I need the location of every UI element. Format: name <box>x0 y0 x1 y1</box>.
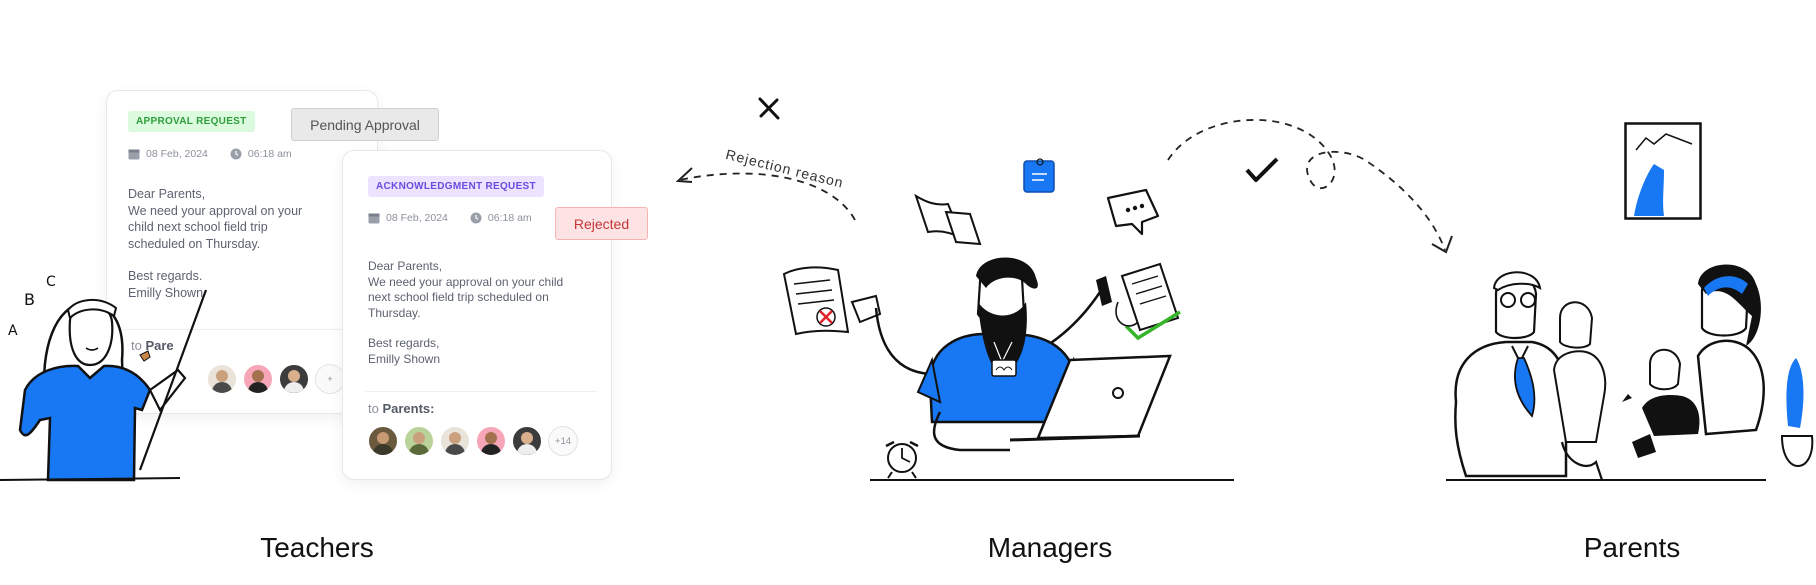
acknowledgment-date: 08 Feb, 2024 <box>386 212 448 224</box>
flying-papers-icon <box>914 193 982 246</box>
acknowledgment-request-card[interactable]: ACKNOWLEDGMENT REQUEST 08 Feb, 2024 06:1… <box>342 150 612 480</box>
avatar <box>476 426 506 456</box>
avatar <box>207 364 237 394</box>
avatar <box>243 364 273 394</box>
tablet-icon <box>1632 434 1656 458</box>
acknowledgment-recipients-label: to Parents: <box>368 401 435 416</box>
letter-a: A <box>8 323 18 339</box>
pointer-stick <box>138 289 208 471</box>
close-icon <box>758 97 780 120</box>
calendar-icon <box>128 149 140 160</box>
acknowledgment-avatars: +14 <box>368 426 578 456</box>
parents-label: Parents <box>1583 532 1681 563</box>
acknowledgment-request-tag: ACKNOWLEDGMENT REQUEST <box>368 176 544 197</box>
wall-picture-frame <box>1624 122 1702 220</box>
approval-request-tag: APPROVAL REQUEST <box>128 111 255 132</box>
father-tie <box>1514 357 1536 418</box>
alarm-clock-icon <box>885 440 919 479</box>
message-icon <box>1106 188 1160 236</box>
acknowledgment-regards: Best regards, <box>368 336 440 350</box>
calendar-icon <box>368 213 380 224</box>
avatar <box>279 364 309 394</box>
manager-badge <box>991 359 1017 377</box>
managers-label: Managers <box>987 532 1113 563</box>
approval-recipients-label: to Pare <box>131 338 174 353</box>
approval-divider <box>123 329 361 330</box>
approval-loop-arrow <box>1167 119 1453 254</box>
approval-signature: Emilly Shown <box>128 285 204 300</box>
avatar <box>404 426 434 456</box>
manager-illustration <box>782 257 1234 481</box>
acknowledgment-time: 06:18 am <box>487 212 532 224</box>
acknowledgment-signature: Emilly Shown <box>368 351 441 366</box>
rejected-document-icon <box>782 266 850 336</box>
laptop-icon <box>1009 354 1172 442</box>
teacher-illustration: A B C <box>0 274 208 482</box>
letter-b: B <box>24 290 35 309</box>
acknowledgment-divider <box>365 391 597 392</box>
approval-date-time: 08 Feb, 2024 06:18 am <box>128 148 292 160</box>
approval-date: 08 Feb, 2024 <box>146 148 208 160</box>
approval-message: Dear Parents, We need your approval on y… <box>128 187 303 300</box>
avatar <box>368 426 398 456</box>
avatar-more-count[interactable]: +14 <box>548 426 578 456</box>
clock-icon <box>470 212 482 224</box>
mother-headband <box>1704 276 1748 296</box>
approval-avatars: + <box>207 364 345 394</box>
avatar <box>440 426 470 456</box>
pending-approval-status[interactable]: Pending Approval <box>291 108 439 141</box>
check-icon <box>1245 157 1279 182</box>
avatar <box>512 426 542 456</box>
approval-request-card[interactable]: APPROVAL REQUEST 08 Feb, 2024 06:18 am D… <box>106 90 378 414</box>
family-illustration <box>1446 264 1814 481</box>
letter-c: C <box>46 274 56 290</box>
acknowledgment-date-time: 08 Feb, 2024 06:18 am <box>368 212 532 224</box>
avatar-more-count[interactable]: + <box>315 364 345 394</box>
approval-time: 06:18 am <box>247 148 292 160</box>
rejected-status[interactable]: Rejected <box>555 207 648 240</box>
rejection-arrow <box>675 167 856 221</box>
teachers-label: Teachers <box>260 532 374 563</box>
acknowledgment-message: Dear Parents, We need your approval on y… <box>368 259 564 366</box>
plant-icon <box>1780 358 1814 468</box>
approved-document-icon <box>1115 262 1181 341</box>
note-icon <box>1023 158 1055 193</box>
clock-icon <box>230 148 242 160</box>
approval-regards: Best regards. <box>128 269 203 283</box>
